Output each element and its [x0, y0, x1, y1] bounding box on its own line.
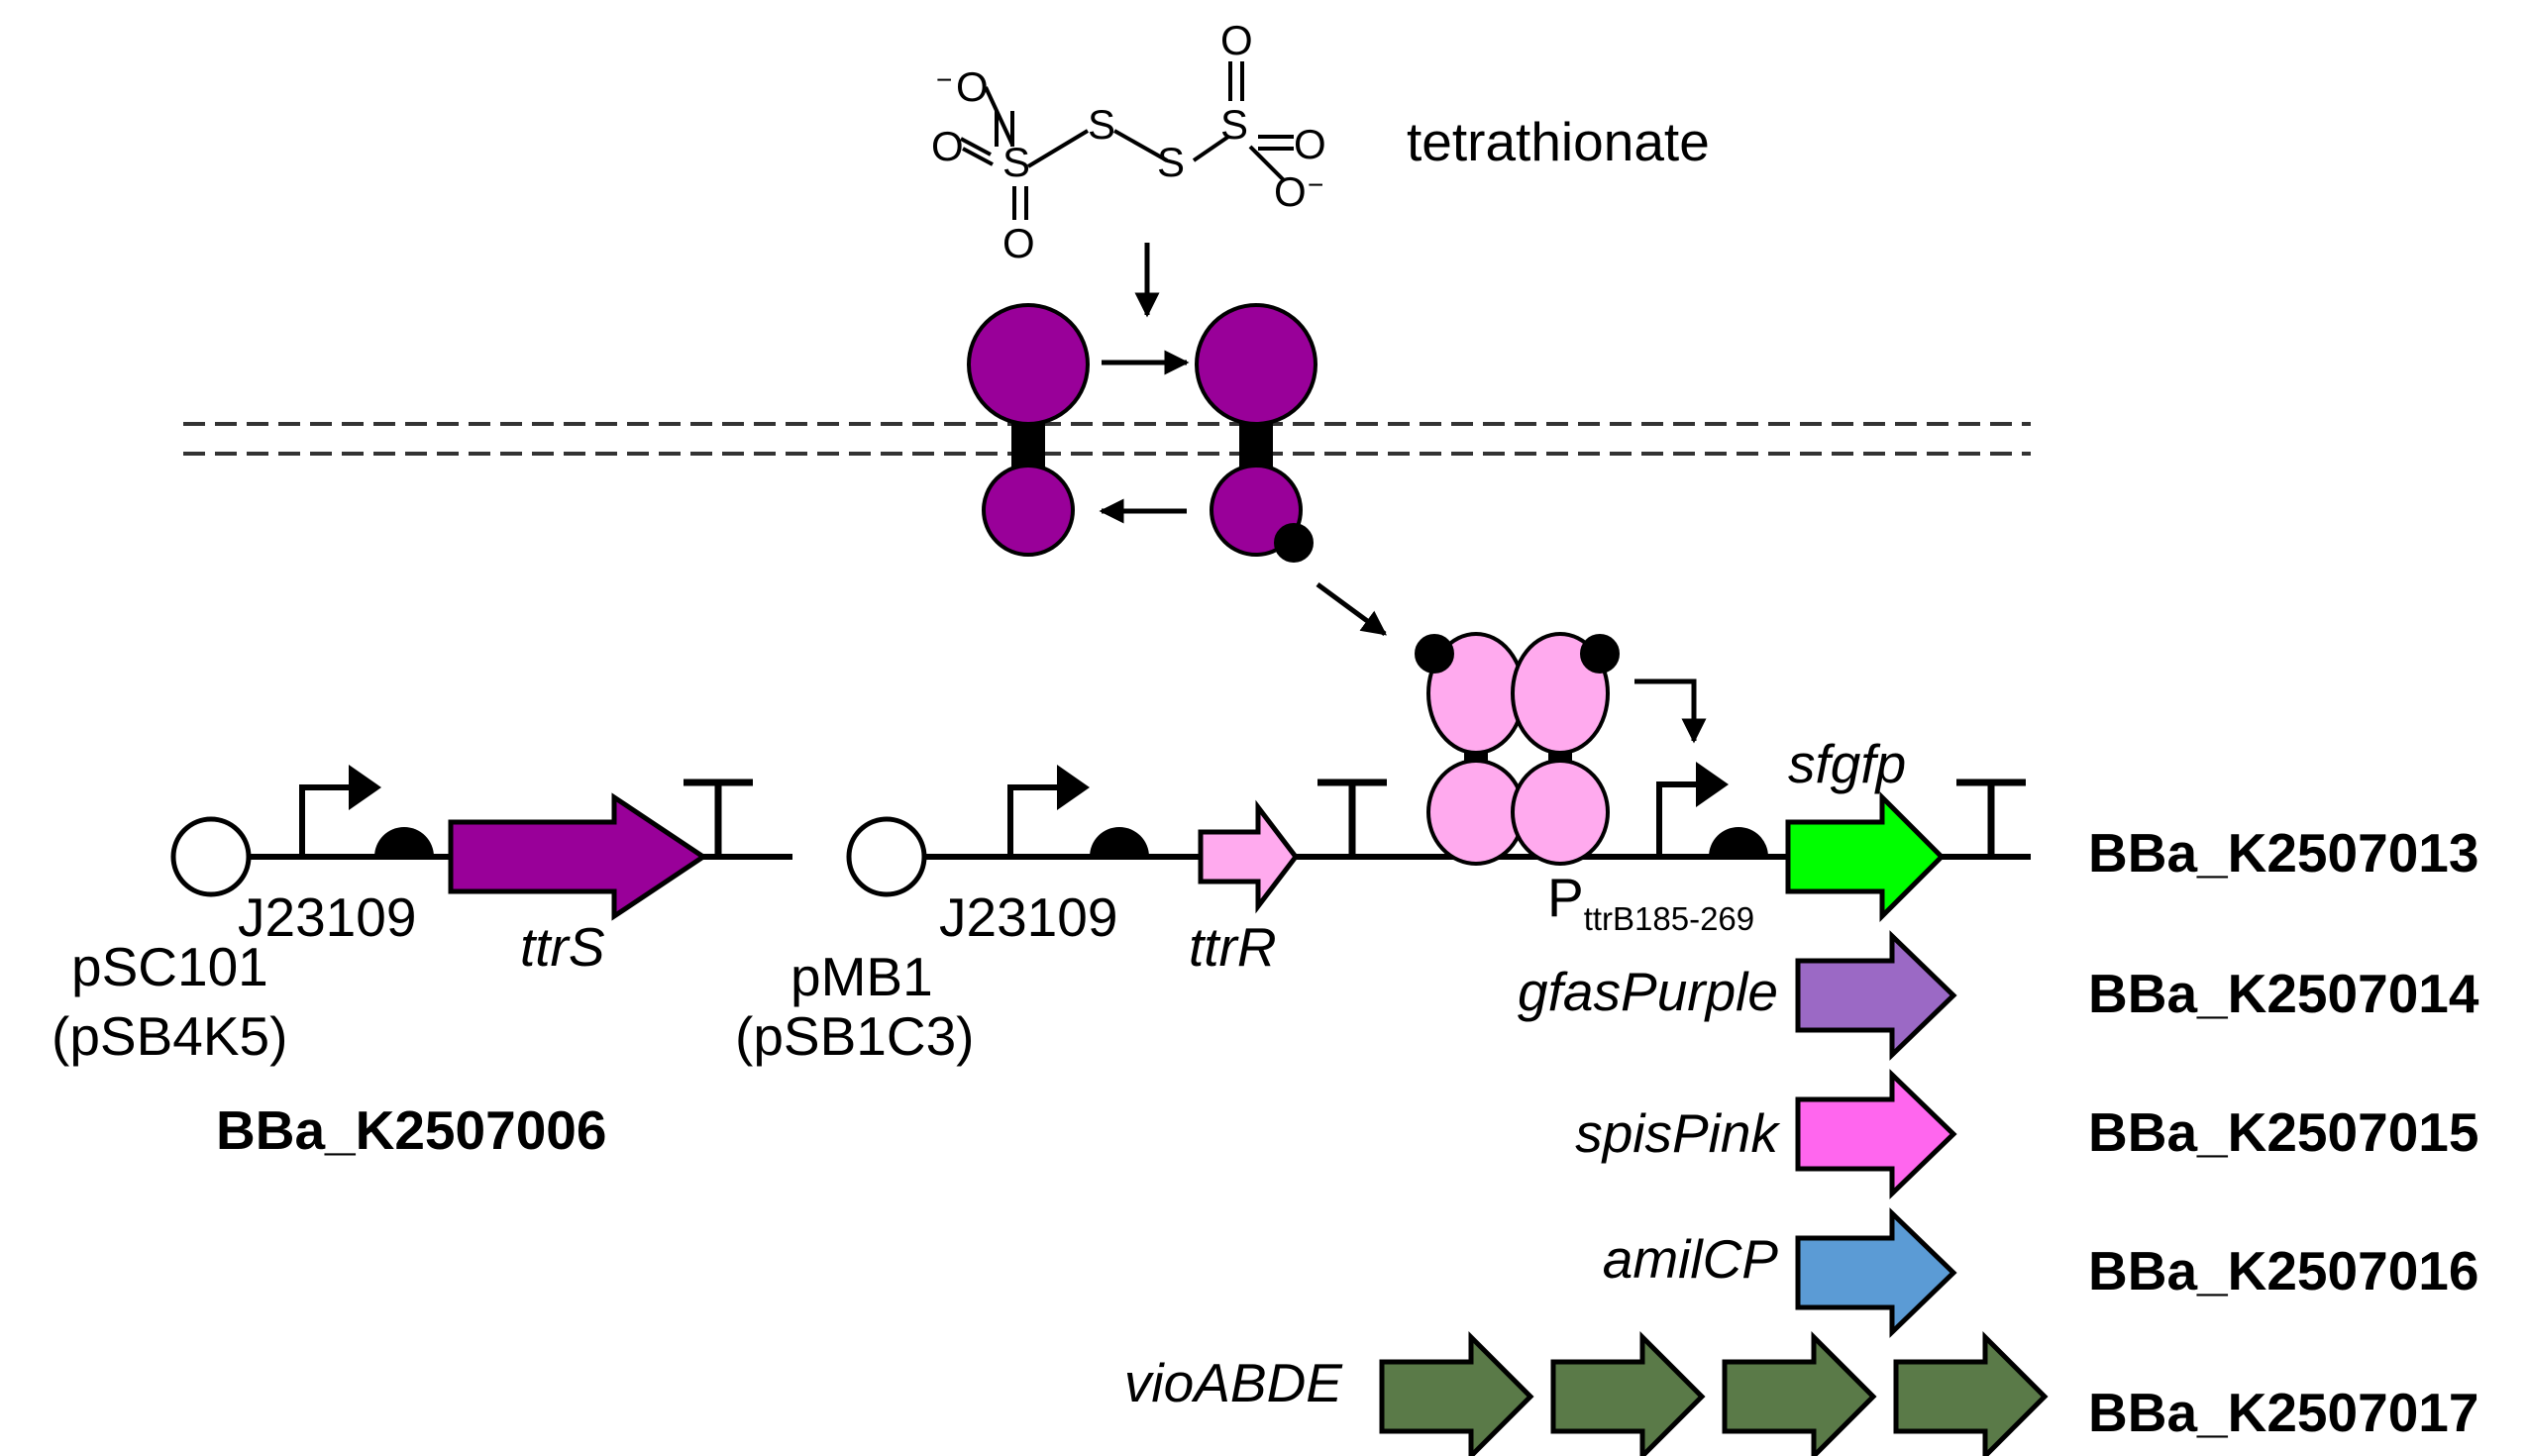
signal-arrows — [1099, 243, 1388, 637]
part-id-gfaspurple: BBa_K2507014 — [2088, 963, 2479, 1024]
terminator-1 — [684, 779, 753, 857]
promoter-label-2: J23109 — [939, 886, 1117, 948]
terminator-2 — [1317, 779, 1387, 857]
reporter-vioabde: vioABDE — [1124, 1330, 2049, 1456]
ttrs-sensor-inactive — [967, 303, 1090, 557]
promoter-label-1: J23109 — [238, 886, 416, 948]
reporter-amilcp: amilCP — [1603, 1207, 1957, 1338]
vioabde-gene-label: vioABDE — [1124, 1352, 1343, 1413]
reporter-spispink: spisPink — [1575, 1069, 1957, 1199]
vioe-gene-arrow — [1893, 1330, 2049, 1456]
ttrr-gene-label: ttrR — [1189, 916, 1277, 978]
gfaspurple-gene-arrow — [1795, 930, 1957, 1061]
output-promoter-label: PttrB185-269 — [1547, 867, 1754, 937]
ttrs-gene-label: ttrS — [520, 916, 605, 978]
backbone-label-1: (pSB4K5) — [52, 1005, 287, 1067]
amilcp-gene-arrow — [1795, 1207, 1957, 1338]
sfgfp-gene-arrow — [1785, 790, 1946, 923]
origin-label-1: pSC101 — [71, 936, 268, 997]
part-id-sfgfp: BBa_K2507013 — [2088, 822, 2478, 884]
atom-o-left-bot: O — [1002, 220, 1035, 266]
gfaspurple-gene-label: gfasPurple — [1518, 961, 1778, 1022]
terminator-3 — [1956, 779, 2026, 857]
atom-o-left-top: O — [956, 63, 989, 110]
backbone-label-2: (pSB1C3) — [735, 1005, 974, 1067]
amilcp-gene-label: amilCP — [1603, 1228, 1779, 1290]
part-id-amilcp: BBa_K2507016 — [2088, 1240, 2478, 1301]
rbs-2 — [1090, 827, 1149, 857]
promoter-pttrb — [1656, 762, 1729, 857]
plasmid-origin-2 — [846, 816, 927, 897]
viob-gene-arrow — [1550, 1330, 1706, 1456]
molecule-atoms: − O O S O S S O S O O − — [931, 17, 1326, 266]
part-id-vioabde: BBa_K2507017 — [2088, 1382, 2478, 1443]
construct-2: J23109 ttrR pMB1 (pSB1C3) PttrB185-269 s… — [735, 632, 2031, 1067]
sfgfp-gene-label: sfgfp — [1788, 733, 1906, 794]
part-id-construct-1: BBa_K2507006 — [216, 1099, 606, 1161]
promoter-j23109-2 — [1007, 765, 1090, 857]
rbs-1 — [374, 827, 434, 857]
spispink-gene-label: spisPink — [1575, 1102, 1780, 1164]
minus-sign-left: − — [936, 64, 952, 95]
plasmid-origin-1 — [170, 816, 252, 897]
part-ids: BBa_K2507013 BBa_K2507014 BBa_K2507015 B… — [2088, 822, 2479, 1443]
ttrr-gene-arrow — [1198, 799, 1300, 914]
rbs-3 — [1709, 827, 1768, 857]
spispink-gene-arrow — [1795, 1069, 1957, 1199]
atom-s3: S — [1157, 139, 1185, 185]
tetrathionate-molecule — [960, 61, 1294, 220]
activation-arrow — [1634, 678, 1707, 744]
reporter-gfaspurple: gfasPurple — [1518, 930, 1957, 1061]
atom-s1: S — [1002, 139, 1030, 185]
ttrs-sensor-active — [1195, 303, 1317, 563]
part-id-spispink: BBa_K2507015 — [2088, 1101, 2478, 1163]
atom-o-left-mid: O — [931, 123, 964, 169]
molecule-name: tetrathionate — [1407, 111, 1710, 172]
ttrr-protein-dimer — [1415, 632, 1620, 866]
atom-o-right-top: O — [1220, 17, 1253, 63]
minus-sign-right: − — [1308, 169, 1323, 200]
vioa-gene-arrow — [1379, 1330, 1534, 1456]
construct-1: J23109 ttrS pSC101 (pSB4K5) BBa_K2507006 — [52, 765, 792, 1161]
viod-gene-arrow — [1722, 1330, 1877, 1456]
atom-o-right-mid: O — [1294, 121, 1326, 167]
ttrs-gene-arrow — [448, 792, 708, 921]
atom-s4: S — [1220, 101, 1248, 148]
promoter-j23109-1 — [299, 765, 381, 857]
atom-o-right-bot: O — [1274, 168, 1307, 215]
atom-s2: S — [1088, 101, 1115, 148]
cell-membrane — [183, 422, 2031, 456]
origin-label-2: pMB1 — [790, 946, 933, 1007]
